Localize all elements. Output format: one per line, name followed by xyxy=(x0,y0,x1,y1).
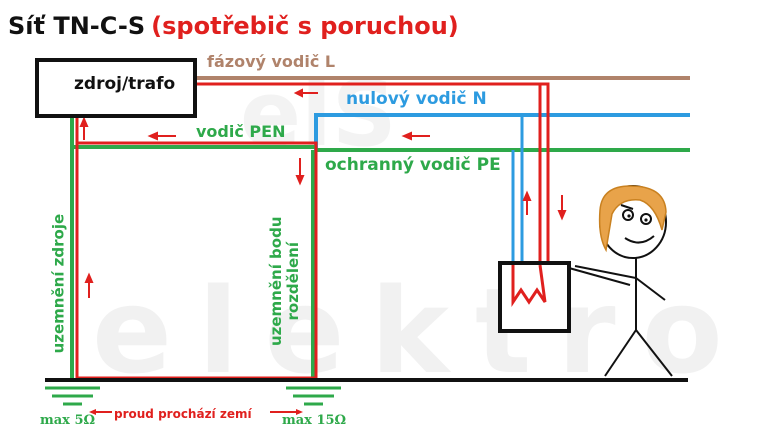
ground-symbol-icon xyxy=(45,386,100,406)
fault-current-return xyxy=(75,112,318,380)
arrow-icon xyxy=(79,88,567,298)
neutral-wire xyxy=(314,113,690,150)
arrow-icon xyxy=(89,409,96,415)
max-division-resistance: max 15Ω xyxy=(282,413,347,428)
max-source-resistance: max 5Ω xyxy=(40,413,96,428)
pe-label: ochranný vodič PE xyxy=(325,155,501,175)
division-grounding-line1: uzemnění bodu xyxy=(266,216,285,347)
title-main: Síť TN-C-S xyxy=(8,12,146,40)
ground-symbol-icon xyxy=(286,386,341,406)
division-grounding-line2: rozdělení xyxy=(284,242,302,321)
ground-current-label: proud prochází zemí xyxy=(114,407,252,421)
source-grounding-label: uzemnění zdroje xyxy=(49,213,68,354)
arrow-icon xyxy=(296,409,303,415)
stick-figure-icon xyxy=(574,258,673,377)
heating-element-icon xyxy=(511,264,547,307)
page-title: Síť TN-C-S(spotřebič s poruchou) xyxy=(8,14,459,38)
title-fault: (spotřebič s poruchou) xyxy=(151,12,459,40)
source-label: zdroj/trafo xyxy=(74,74,176,94)
rage-face-icon xyxy=(598,185,667,259)
neutral-label: nulový vodič N xyxy=(346,89,487,109)
pen-label: vodič PEN xyxy=(196,122,286,141)
appliance-box xyxy=(498,261,571,333)
division-grounding-label: uzemnění bodu rozdělení xyxy=(266,201,303,361)
source-box xyxy=(35,58,197,118)
phase-label: fázový vodič L xyxy=(207,52,336,71)
